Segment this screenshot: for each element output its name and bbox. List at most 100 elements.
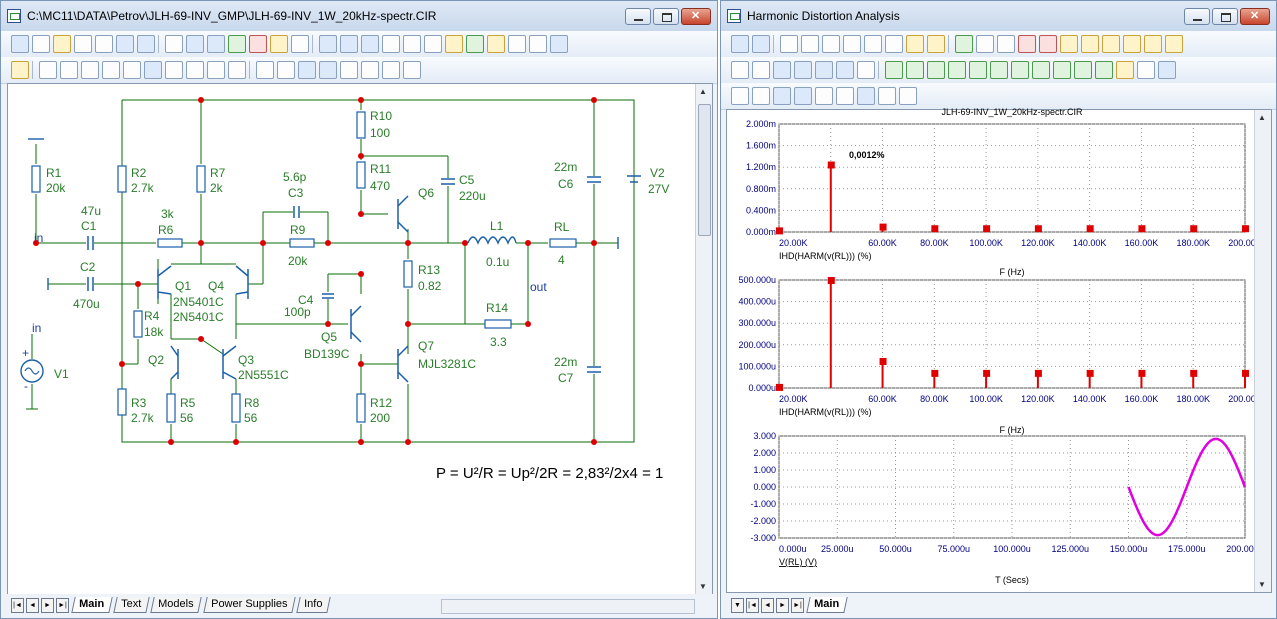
labels-icon[interactable] <box>1165 35 1183 53</box>
binoculars-icon[interactable] <box>144 61 162 79</box>
palette-icon[interactable] <box>382 61 400 79</box>
stepping-icon[interactable] <box>927 35 945 53</box>
minimize-button[interactable] <box>1184 8 1210 25</box>
page-icon[interactable] <box>1158 61 1176 79</box>
pause-icon[interactable] <box>997 35 1015 53</box>
current-direction-icon[interactable] <box>403 35 421 53</box>
properties-icon[interactable] <box>857 61 875 79</box>
function-icon[interactable] <box>885 35 903 53</box>
ruler-icon[interactable] <box>864 35 882 53</box>
maximize-button[interactable] <box>653 8 679 25</box>
wire-icon[interactable] <box>32 35 50 53</box>
next-tab-icon[interactable]: ► <box>776 597 789 613</box>
axes-icon[interactable] <box>1144 35 1162 53</box>
scroll-down-icon[interactable]: ▼ <box>699 582 707 591</box>
level-icon[interactable] <box>1095 61 1113 79</box>
clipboard-icon[interactable] <box>1116 61 1134 79</box>
ungroup-icon[interactable] <box>899 87 917 105</box>
copy-icon[interactable] <box>752 35 770 53</box>
low-icon[interactable] <box>948 61 966 79</box>
stepping-icon[interactable] <box>11 61 29 79</box>
run-icon[interactable] <box>955 35 973 53</box>
zoom-out-icon[interactable] <box>794 87 812 105</box>
peak-icon[interactable] <box>885 61 903 79</box>
power-icon[interactable] <box>445 35 463 53</box>
pin-connections-icon[interactable] <box>382 35 400 53</box>
analysis-vertical-scrollbar[interactable]: ▲ ▼ <box>1254 110 1271 592</box>
bold-grid-icon[interactable] <box>1123 35 1141 53</box>
schematic-vertical-scrollbar[interactable]: ▲ ▼ <box>695 84 712 594</box>
warning-icon[interactable] <box>487 35 505 53</box>
properties-icon[interactable] <box>249 35 267 53</box>
node-voltages-icon[interactable] <box>361 35 379 53</box>
tab-dropdown-icon[interactable]: ▼ <box>731 597 744 613</box>
minimize-button[interactable] <box>625 8 651 25</box>
page-icon[interactable] <box>529 35 547 53</box>
tab-main[interactable]: Main <box>71 597 113 613</box>
close-button[interactable] <box>1240 8 1270 25</box>
group-icon[interactable] <box>256 61 274 79</box>
line-tool-icon[interactable] <box>74 35 92 53</box>
tab-text[interactable]: Text <box>113 597 150 613</box>
zoom-4-icon[interactable] <box>836 61 854 79</box>
pointer-icon[interactable] <box>508 35 526 53</box>
export-icon[interactable] <box>550 35 568 53</box>
box-icon[interactable] <box>60 61 78 79</box>
cancel-icon[interactable] <box>228 61 246 79</box>
minor-grid-icon[interactable] <box>1102 35 1120 53</box>
redraw-icon[interactable] <box>361 61 379 79</box>
scroll-down-icon[interactable]: ▼ <box>1258 580 1266 589</box>
zoom-fit-icon[interactable] <box>340 61 358 79</box>
stop-icon[interactable] <box>207 61 225 79</box>
scroll-up-icon[interactable]: ▲ <box>1258 113 1266 122</box>
check-icon[interactable] <box>466 35 484 53</box>
scale-icon[interactable] <box>780 35 798 53</box>
pen-icon[interactable] <box>95 35 113 53</box>
component-icon[interactable] <box>116 35 134 53</box>
zoom-region-icon[interactable] <box>186 61 204 79</box>
text-tool-icon[interactable] <box>906 35 924 53</box>
last-tab-icon[interactable]: ►| <box>56 597 69 613</box>
prev-tab-icon[interactable]: ◄ <box>761 597 774 613</box>
copy-icon[interactable] <box>137 35 155 53</box>
limits-icon[interactable] <box>731 61 749 79</box>
select-icon[interactable] <box>11 35 29 53</box>
find-icon[interactable] <box>228 35 246 53</box>
schematic-canvas[interactable]: R1 20k R2 2.7k R7 2k R10 100 R11 470 47u… <box>7 83 713 595</box>
valley-icon[interactable] <box>906 61 924 79</box>
maximize-plot-icon[interactable] <box>801 35 819 53</box>
grid-icon[interactable] <box>270 35 288 53</box>
schematic-horizontal-scrollbar[interactable] <box>441 599 695 614</box>
zoom-2-icon[interactable] <box>794 61 812 79</box>
rotate-icon[interactable] <box>81 61 99 79</box>
tab-power-supplies[interactable]: Power Supplies <box>203 597 296 613</box>
slope-icon[interactable] <box>1074 61 1092 79</box>
ungroup-icon[interactable] <box>277 61 295 79</box>
region-select-icon[interactable] <box>39 61 57 79</box>
text-tool-icon[interactable] <box>53 35 71 53</box>
close-button[interactable] <box>681 8 711 25</box>
fit-icon[interactable] <box>731 87 749 105</box>
select-icon[interactable] <box>731 35 749 53</box>
align-icon[interactable] <box>165 61 183 79</box>
fit-height-icon[interactable] <box>752 87 770 105</box>
bottom-icon[interactable] <box>1053 61 1071 79</box>
top-icon[interactable] <box>1032 61 1050 79</box>
prev-tab-icon[interactable]: ◄ <box>26 597 39 613</box>
export-icon[interactable] <box>1137 61 1155 79</box>
edit-icon[interactable] <box>291 35 309 53</box>
zoom-1-icon[interactable] <box>773 61 791 79</box>
scroll-up-icon[interactable]: ▲ <box>699 87 707 96</box>
graph-icon[interactable] <box>1060 35 1078 53</box>
palette-icon[interactable] <box>836 87 854 105</box>
zoom-in-icon[interactable] <box>773 87 791 105</box>
font-icon[interactable] <box>857 87 875 105</box>
tab-main[interactable]: Main <box>806 597 848 613</box>
group-icon[interactable] <box>878 87 896 105</box>
cursor-mode-icon[interactable] <box>1018 35 1036 53</box>
schematic-titlebar[interactable]: C:\MC11\DATA\Petrov\JLH-69-INV_GMP\JLH-6… <box>1 1 717 32</box>
node-numbers-icon[interactable] <box>340 35 358 53</box>
last-tab-icon[interactable]: ►| <box>791 597 804 613</box>
scrollbar-thumb[interactable] <box>698 104 711 236</box>
